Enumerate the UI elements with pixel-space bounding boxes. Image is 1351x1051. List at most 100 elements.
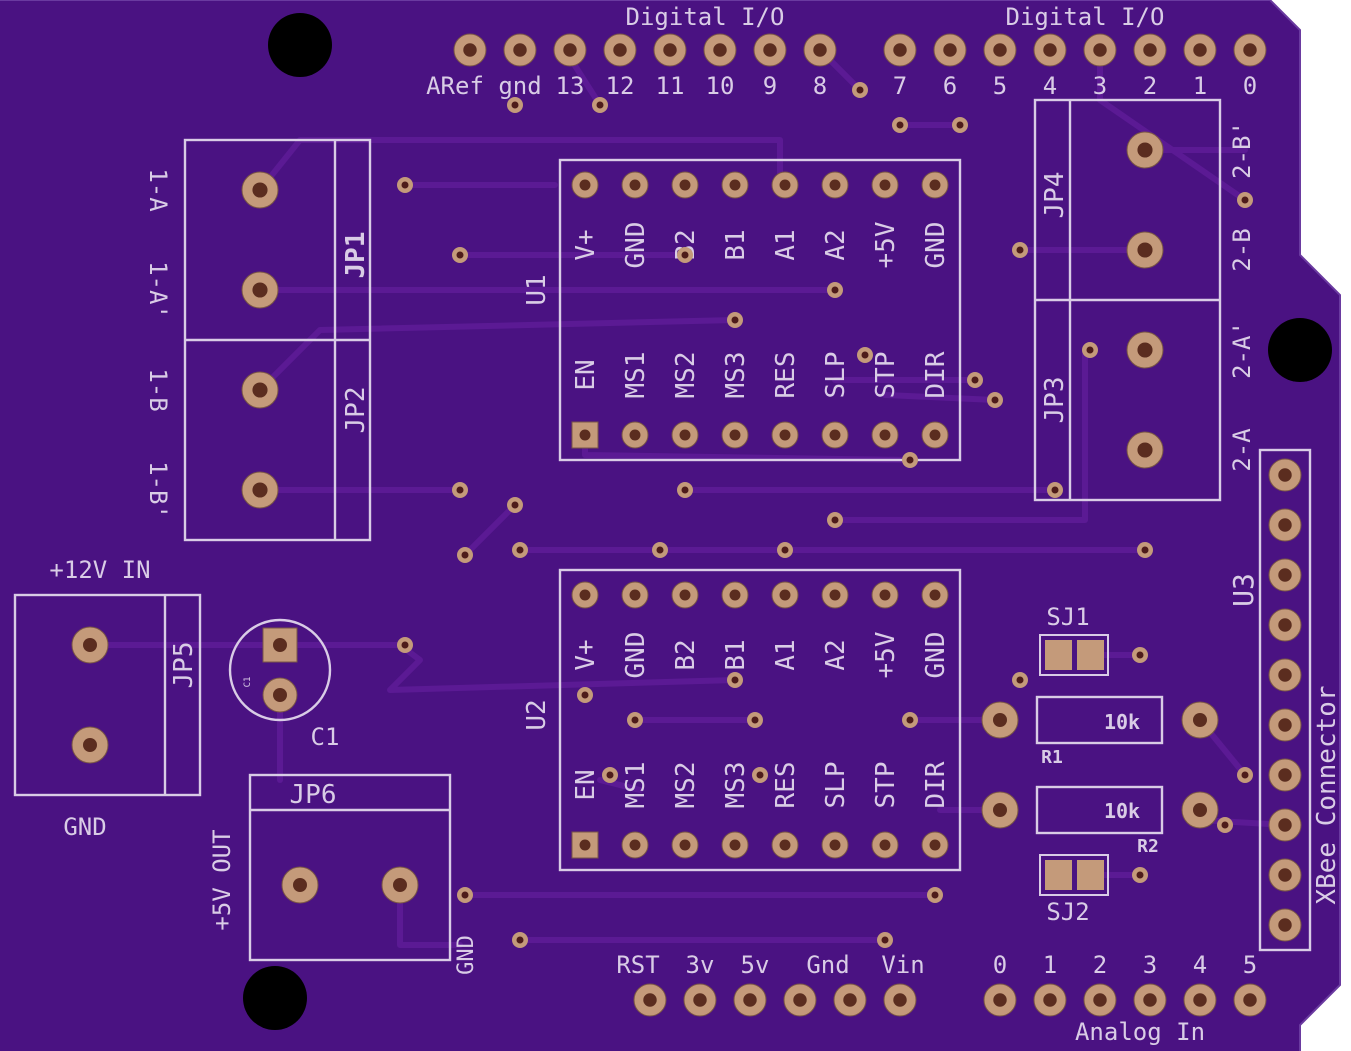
r2-value: 10k (1104, 799, 1140, 823)
pin-label: 8 (813, 72, 827, 100)
c1-label: C1 (311, 723, 340, 751)
drill-hole (929, 839, 941, 851)
pin-label: 5 (993, 72, 1007, 100)
pin-label: 1 (1043, 951, 1057, 979)
drill-hole (893, 993, 907, 1007)
via-hole (606, 771, 614, 779)
via-hole (731, 676, 739, 684)
pin-label: 0 (993, 951, 1007, 979)
driver-pin-label: GND (921, 632, 951, 679)
mounting-hole (268, 13, 332, 77)
motor2-terminal: JP4 JP3 (1033, 98, 1222, 502)
drill-hole (1243, 43, 1257, 57)
power-out-terminal: JP6 +5V OUT GND (208, 773, 479, 975)
drill-hole (679, 839, 691, 851)
drill-hole (813, 43, 827, 57)
driver-pin-label: DIR (921, 761, 951, 808)
resistor-r1: 10k R1 (981, 695, 1219, 768)
motor2-pin-labels: 2-B'2-B2-A'2-A (1126, 121, 1256, 472)
power-in-label: +12V IN (49, 556, 150, 584)
drill-hole (1193, 993, 1207, 1007)
via-hole (1136, 871, 1144, 879)
drill-hole (1137, 242, 1153, 258)
drill-hole (1093, 993, 1107, 1007)
driver-pin-label: SLP (821, 762, 851, 809)
drill-hole (929, 589, 941, 601)
via-hole (906, 716, 914, 724)
driver-pin-label: V+ (571, 639, 601, 670)
driver-pin-label: RES (771, 762, 801, 809)
mounting-hole (1268, 318, 1332, 382)
via-hole (931, 891, 939, 899)
driver-pin-label: B1 (721, 639, 751, 670)
drill-hole (729, 839, 741, 851)
driver-pin-label: MS1 (621, 762, 651, 809)
drill-hole (829, 589, 841, 601)
xbee-label: XBee Connector (1312, 685, 1342, 904)
jp6-label: JP6 (290, 780, 337, 810)
drill-hole (579, 839, 591, 851)
drill-hole (1043, 43, 1057, 57)
pin-label: 11 (656, 72, 685, 100)
via-hole (631, 716, 639, 724)
drill-hole (1278, 818, 1292, 832)
drill-hole (679, 429, 691, 441)
pin-label: 3v (686, 951, 715, 979)
driver-pin-label: EN (571, 359, 601, 390)
drill-hole (829, 839, 841, 851)
drill-hole (1278, 518, 1292, 532)
motor2-pin-label: 2-B (1228, 228, 1256, 271)
via-hole (516, 546, 524, 554)
r1-label: R1 (1041, 747, 1063, 768)
driver-pin-label: STP (871, 352, 901, 399)
drill-hole (463, 43, 477, 57)
c1-mark: C1 (243, 677, 253, 688)
driver-u1: U1 (522, 158, 962, 462)
via-hole (596, 101, 604, 109)
drill-hole (579, 429, 591, 441)
drill-hole (729, 589, 741, 601)
via-hole (456, 486, 464, 494)
via-hole (401, 641, 409, 649)
via-hole (1221, 821, 1229, 829)
resistor-r2: 10k R2 (981, 785, 1219, 857)
r2-label: R2 (1137, 836, 1159, 857)
driver-pin-label: V+ (571, 229, 601, 260)
drill-hole (879, 589, 891, 601)
driver-pin-label: MS3 (721, 762, 751, 809)
drill-hole (579, 179, 591, 191)
via-hole (681, 486, 689, 494)
xbee-pins (1268, 458, 1302, 942)
pin-label: 2 (1093, 951, 1107, 979)
jp3-label: JP3 (1040, 377, 1070, 424)
pin-label: 5 (1243, 951, 1257, 979)
drill-hole (713, 43, 727, 57)
drill-hole (693, 993, 707, 1007)
pin-label: 5v (741, 951, 770, 979)
via-hole (1141, 546, 1149, 554)
pin-label: 9 (763, 72, 777, 100)
drill-hole (1278, 918, 1292, 932)
drill-hole (1093, 43, 1107, 57)
drill-hole (252, 382, 268, 398)
via-hole (511, 501, 519, 509)
drill-hole (879, 179, 891, 191)
driver-pin-label: MS2 (671, 352, 701, 399)
via-hole (831, 286, 839, 294)
drill-hole (779, 179, 791, 191)
driver-pin-label: A2 (821, 639, 851, 670)
pin-label: 4 (1043, 72, 1057, 100)
digital-io-label-right: Digital I/O (1006, 3, 1165, 31)
via-hole (756, 771, 764, 779)
vias (397, 82, 1253, 948)
drill-hole (1137, 142, 1153, 158)
drill-hole (743, 993, 757, 1007)
pin-label: 12 (606, 72, 635, 100)
pin-label: Gnd (806, 951, 849, 979)
driver-pin-label: RES (771, 352, 801, 399)
drill-hole (929, 429, 941, 441)
motor2-pin-label: 2-A (1228, 428, 1256, 472)
